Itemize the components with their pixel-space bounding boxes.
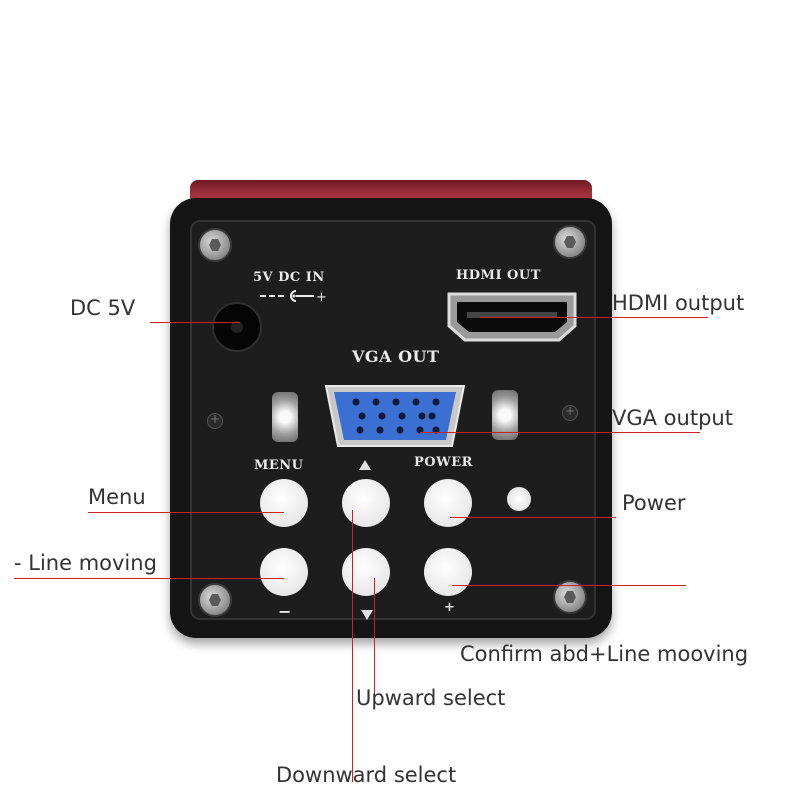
callout-line-vga — [420, 432, 700, 433]
callout-vga: VGA output — [612, 406, 733, 430]
callout-confirm: Confirm abd+Line mooving — [460, 642, 749, 666]
callout-line-minus — [14, 578, 284, 579]
rear-panel — [190, 220, 596, 620]
callout-line-plus — [452, 585, 686, 586]
dc-in-label: 5V DC IN — [253, 270, 325, 285]
callout-line-menu — [88, 512, 284, 513]
callout-line-down — [352, 510, 353, 782]
dc-polarity-icon: + — [258, 288, 328, 305]
callout-line-up — [374, 578, 375, 706]
callout-line-hdmi — [480, 317, 708, 318]
vga-out-label: VGA OUT — [352, 347, 440, 366]
callout-line-dc — [150, 322, 240, 323]
plus-label: + — [444, 600, 456, 615]
hdmi-out-label: HDMI OUT — [456, 268, 541, 283]
callout-menu: Menu — [88, 485, 146, 509]
power-label: POWER — [414, 455, 473, 470]
minus-button[interactable] — [260, 548, 308, 596]
menu-label: MENU — [254, 458, 304, 473]
callout-downward: Downward select — [276, 763, 457, 787]
corner-screw-icon — [198, 228, 232, 262]
power-button[interactable] — [424, 479, 472, 527]
callout-dc: DC 5V — [70, 296, 136, 320]
plus-button[interactable] — [424, 548, 472, 596]
callout-line-moving: - Line moving — [14, 551, 157, 575]
svg-text:+: + — [316, 290, 327, 303]
up-button[interactable] — [342, 479, 390, 527]
dc-power-jack[interactable] — [212, 302, 262, 352]
down-arrow-icon — [360, 606, 374, 620]
vga-port[interactable] — [320, 380, 470, 452]
callout-line-power — [450, 517, 616, 518]
menu-button[interactable] — [260, 479, 308, 527]
up-arrow-icon — [358, 456, 372, 470]
callout-upward: Upward select — [356, 686, 506, 710]
down-button[interactable] — [342, 548, 390, 596]
vga-standoff-left — [272, 392, 298, 442]
small-screw-icon — [207, 412, 223, 429]
minus-label: − — [278, 602, 292, 621]
small-screw-icon — [562, 404, 578, 421]
corner-screw-icon — [553, 225, 587, 259]
vga-standoff-right — [492, 390, 518, 440]
corner-screw-icon — [198, 583, 232, 617]
callout-power: Power — [622, 491, 686, 515]
power-led — [507, 487, 531, 511]
callout-hdmi: HDMI output — [612, 291, 745, 315]
